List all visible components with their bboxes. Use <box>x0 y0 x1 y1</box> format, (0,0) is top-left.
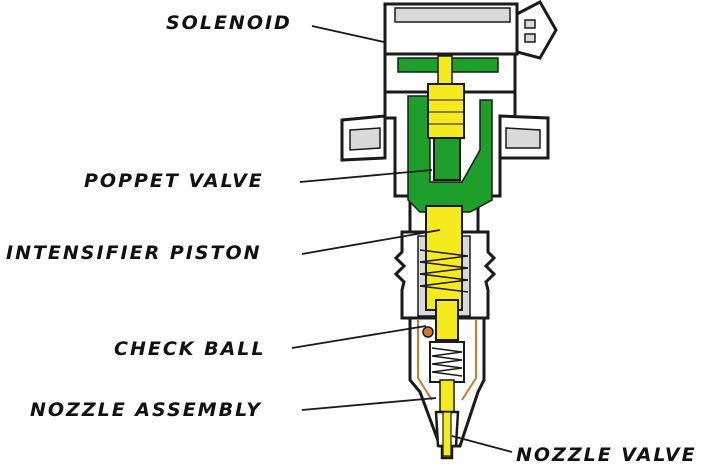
plunger <box>435 299 459 341</box>
poppet-spool <box>433 137 461 181</box>
solenoid-assembly <box>383 0 558 60</box>
injector-mid-body <box>393 205 497 320</box>
copper-line-right <box>461 320 477 401</box>
poppet-valve-part <box>427 55 465 181</box>
injector-lower-body <box>408 299 486 448</box>
leader-nozzle-assembly <box>301 397 437 411</box>
leader-lines <box>291 25 513 453</box>
leader-check-ball <box>291 325 427 349</box>
label-nozzle-assembly: NOZZLE ASSEMBLY <box>30 399 262 421</box>
leader-nozzle-valve <box>451 435 513 453</box>
check-ball-part <box>422 326 434 338</box>
connector-pin-1 <box>524 19 536 29</box>
solenoid-band <box>394 7 511 23</box>
label-check-ball: CHECK BALL <box>114 338 266 360</box>
nozzle-tip <box>434 410 460 460</box>
nozzle-spring <box>431 347 463 377</box>
label-intensifier-piston: INTENSIFIER PISTON <box>6 242 262 264</box>
solenoid-connector <box>515 0 558 60</box>
label-solenoid: SOLENOID <box>166 12 292 34</box>
leader-intensifier-piston <box>301 229 441 255</box>
nozzle-needle-upper <box>439 379 455 413</box>
label-nozzle-valve: NOZZLE VALVE <box>516 444 697 466</box>
right-flange-slot <box>505 127 541 149</box>
leader-poppet-valve <box>299 169 433 183</box>
armature-stem <box>437 55 453 87</box>
label-poppet-valve: POPPET VALVE <box>84 170 264 192</box>
connector-pin-2 <box>524 33 536 43</box>
copper-line-left <box>417 320 433 401</box>
nozzle-valve-part <box>442 411 452 457</box>
left-flange-slot <box>349 127 381 151</box>
intensifier-spring <box>419 249 469 293</box>
poppet-body <box>427 83 465 139</box>
leader-solenoid <box>311 25 385 43</box>
